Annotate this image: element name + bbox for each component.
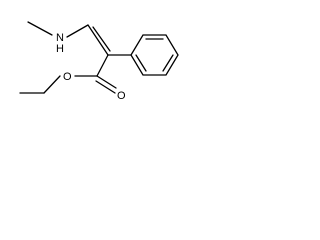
bond-vinyl-double-b	[92, 26, 111, 52]
structure-diagram: N H O O	[19, 21, 179, 102]
phenyl-ring	[130, 34, 179, 76]
phenyl-double-3	[135, 54, 147, 72]
atom-o-ester-label: O	[63, 71, 72, 83]
bond-carbonyl-double-a	[96, 75, 117, 89]
phenyl-double-2	[162, 54, 174, 72]
bond-carbonyl-double-b	[95, 80, 116, 94]
molecule-canvas: N H O O	[0, 0, 198, 116]
atom-n-label: N	[56, 32, 64, 44]
bond-alpha-carbonyl	[96, 54, 109, 77]
bond-ester-o-ch2	[43, 75, 61, 94]
bond-methyl-n	[27, 21, 53, 36]
atom-o-carbonyl-label: O	[117, 90, 126, 102]
atom-h-label: H	[56, 43, 64, 55]
bond-n-vinyl	[66, 24, 89, 38]
bond-vinyl-double-a	[87, 24, 109, 56]
